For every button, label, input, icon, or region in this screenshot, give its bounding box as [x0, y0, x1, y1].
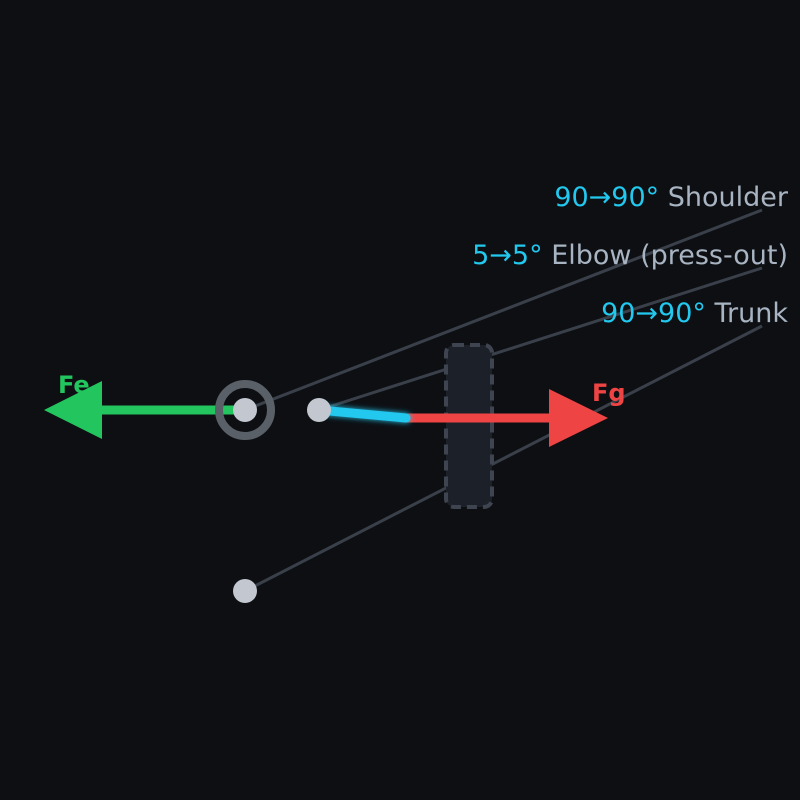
cable-handle — [444, 343, 494, 509]
trunk-angle-name: Trunk — [714, 298, 789, 329]
shoulder-joint — [215, 380, 275, 440]
elbow-angle-value: 5→5° — [472, 240, 542, 271]
elbow-angle-label: 5→5° Elbow (press-out) — [472, 240, 788, 271]
shoulder-angle-name: Shoulder — [668, 182, 789, 213]
shoulder-angle-value: 90→90° — [554, 182, 659, 213]
trunk-angle-value: 90→90° — [601, 298, 706, 329]
elbow-joint — [307, 398, 331, 422]
force-g-arrow — [405, 389, 608, 447]
shoulder-leader-line — [244, 208, 763, 412]
trunk-angle-label: 90→90° Trunk — [601, 298, 788, 329]
shoulder-angle-label: 90→90° Shoulder — [554, 182, 789, 213]
trunk-leader-line — [244, 324, 763, 593]
force-e-label: Fe — [58, 371, 90, 399]
force-g-label: Fg — [592, 379, 626, 407]
forearm-segment — [314, 405, 411, 423]
trunk-joint — [233, 579, 257, 603]
elbow-leader-line — [318, 266, 763, 412]
elbow-angle-name: Elbow (press-out) — [551, 240, 788, 271]
